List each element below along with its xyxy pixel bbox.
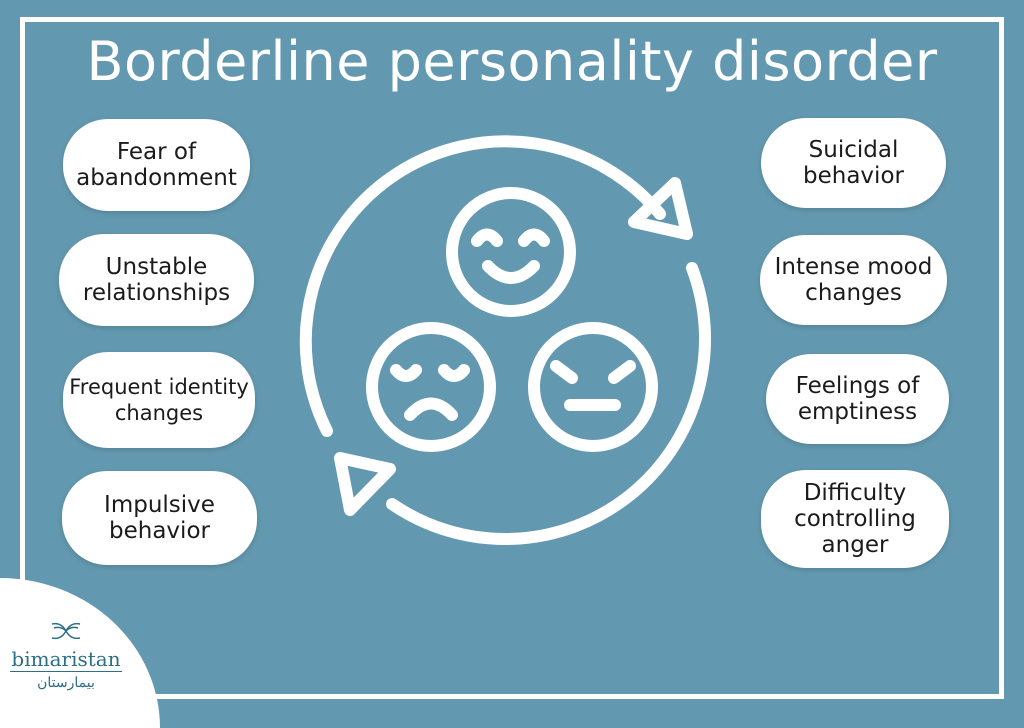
pill-label: Unstable relationships xyxy=(82,254,231,306)
pill-label: Feelings of emptiness xyxy=(795,373,920,425)
logo-name: bimaristan xyxy=(10,647,122,672)
cycle-arrow-bottom xyxy=(386,262,711,545)
arrowhead-top-icon xyxy=(628,177,693,240)
pill-label: Fear of abandonment xyxy=(76,139,237,191)
pill-label: Frequent identity changes xyxy=(69,375,249,425)
border-frame xyxy=(20,17,1004,699)
bimaristan-logo: bimaristan بيمارستان xyxy=(10,620,122,691)
cycle-arrow-top xyxy=(299,135,666,437)
symptom-pill-left-2: Unstable relationships xyxy=(59,234,254,326)
pill-label: Difficulty controlling anger xyxy=(794,480,916,558)
symptom-pill-right-3: Feelings of emptiness xyxy=(766,354,949,444)
pill-label: Impulsive behavior xyxy=(104,492,215,544)
page-title: Borderline personality disorder xyxy=(86,30,938,93)
arrowhead-bottom-icon xyxy=(334,452,396,516)
symptom-pill-left-1: Fear of abandonment xyxy=(63,119,250,211)
angry-face-icon xyxy=(528,322,658,452)
sad-face-icon xyxy=(366,322,496,452)
logo-arabic-name: بيمارستان xyxy=(37,674,95,690)
happy-face-icon xyxy=(446,187,576,317)
symptom-pill-left-3: Frequent identity changes xyxy=(63,352,255,448)
pill-label: Intense mood changes xyxy=(774,254,933,306)
symptom-pill-right-1: Suicidal behavior xyxy=(761,118,946,208)
symptom-pill-right-4: Difficulty controlling anger xyxy=(761,470,949,568)
symptom-pill-right-2: Intense mood changes xyxy=(760,235,947,325)
butterfly-logo-icon xyxy=(51,622,81,640)
symptom-pill-left-4: Impulsive behavior xyxy=(62,471,257,565)
pill-label: Suicidal behavior xyxy=(803,137,904,189)
